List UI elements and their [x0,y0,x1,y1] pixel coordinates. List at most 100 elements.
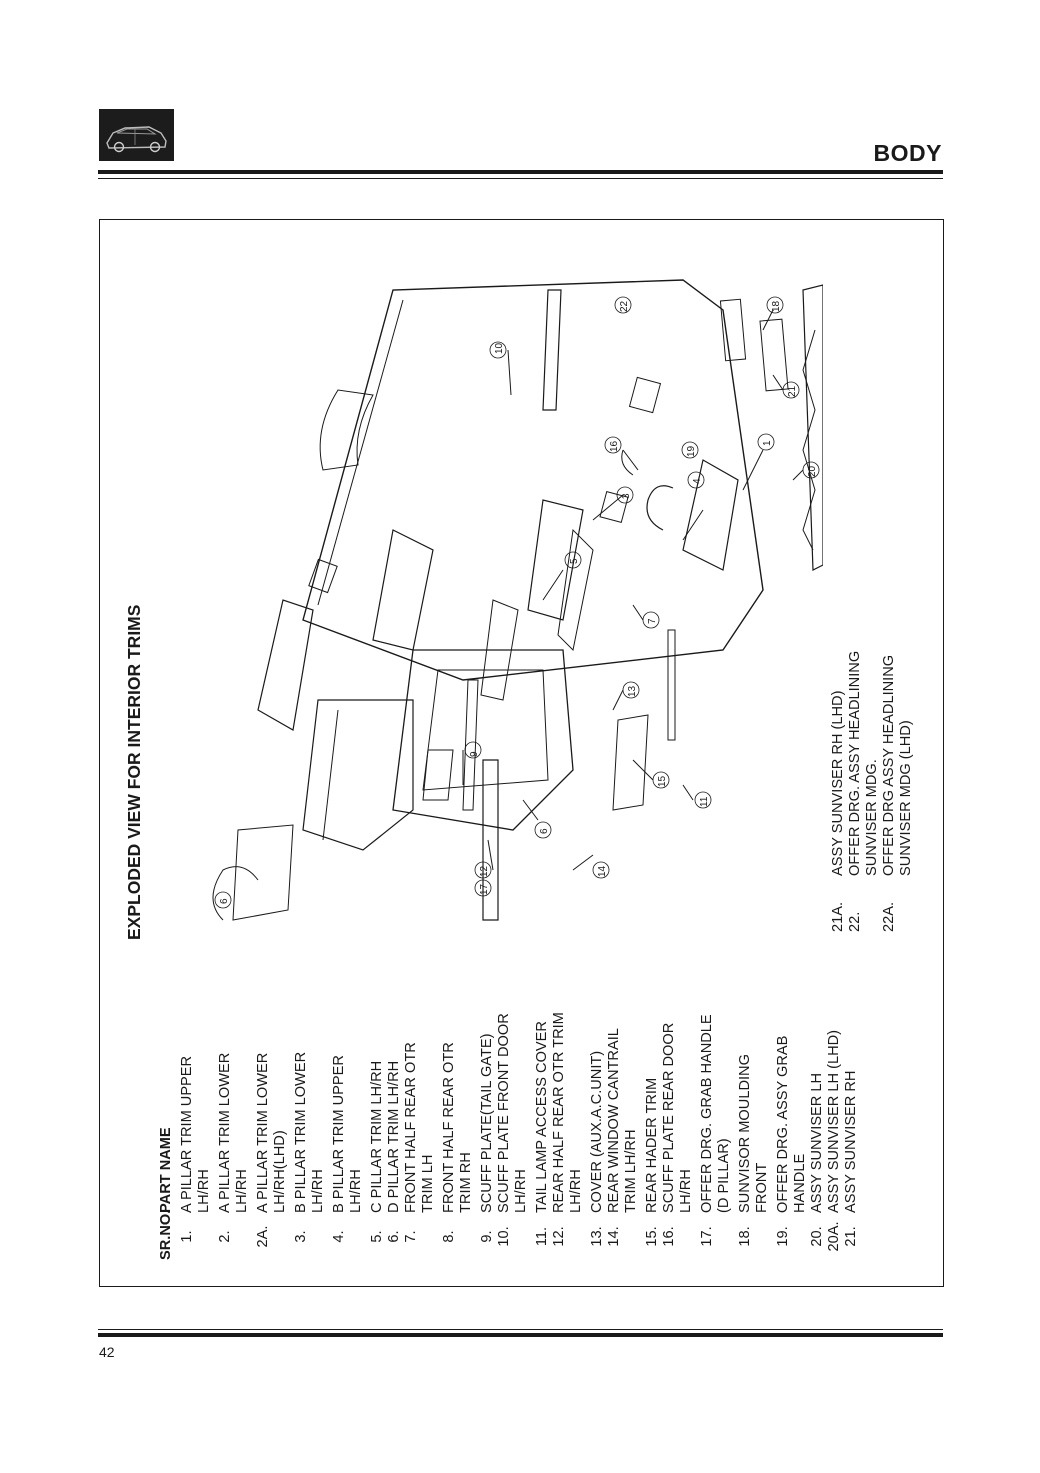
table-row: 15. REAR HADER TRIM [644,960,661,1260]
row-part-name: A PILLAR TRIM LOWER LH/RH(LHD) [255,1052,288,1213]
row-part-name: REAR HADER TRIM [644,1077,660,1213]
svg-text:17: 17 [479,883,490,895]
rotated-sheet: EXPLODED VIEW FOR INTERIOR TRIMS SR.NO. … [118,240,918,1260]
table-row: 22A.OFFER DRG ASSY HEADLINING SUNVISER M… [881,532,915,932]
footer-rule [98,1333,943,1337]
scuff-plate-tail-gate [482,759,499,921]
header-sr-no: SR.NO. [158,1209,174,1260]
svg-text:16: 16 [609,440,620,452]
b-pillar-trim-upper [527,499,584,621]
row-number: 2. [217,1230,233,1243]
header-rule [98,170,943,174]
row-number: 7. [403,1230,419,1243]
table-row: 1. A PILLAR TRIM UPPER LH/RH [179,960,213,1260]
row-part-name: FRONT HALF REAR OTR TRIM LH [403,1042,436,1213]
row-part-name: FRONT HALF REAR OTR TRIM RH [441,1042,474,1213]
table-row: 14.REAR WINDOW CANTRAIL TRIM LH/RH [606,960,640,1260]
svg-text:19: 19 [686,445,697,457]
table-row: 11.TAIL LAMP ACCESS COVER [534,960,551,1260]
row-number: 9. [479,1230,495,1243]
row-number: 5. [369,1230,385,1243]
svg-text:9: 9 [469,751,480,757]
row-number: 20A. [826,1221,842,1252]
row-number: 11. [534,1226,550,1247]
row-part-name: A PILLAR TRIM UPPER LH/RH [179,1055,212,1213]
row-part-name: SCUFF PLATE FRONT DOOR LH/RH [496,1013,529,1213]
a-pillar-trim [682,459,739,571]
row-number: 12. [551,1226,567,1247]
exploded-view-diagram: 1 4 3 5 10 9 6 14 15 13 16 7 18 20 21 22… [163,250,823,950]
row-part-name: OFFER DRG. GRAB HANDLE (D PILLAR) [699,1014,732,1213]
svg-text:22: 22 [619,300,630,312]
row-part-name: SUNVISOR MOULDING FRONT [737,1054,770,1213]
parts-table-continued: 21A.ASSY SUNVISER RH (LHD) 22. OFFER DRG.… [830,532,915,932]
table-row: 8.FRONT HALF REAR OTR TRIM RH [441,960,475,1260]
svg-text:6: 6 [539,828,550,834]
row-number: 13. [589,1226,605,1247]
row-part-name: B PILLAR TRIM UPPER LH/RH [331,1055,364,1213]
rear-quarter-trim [392,649,574,831]
cantrail-trim [612,714,649,811]
table-row: 2. A PILLAR TRIM LOWER LH/RH [217,960,251,1260]
table-row: 7. FRONT HALF REAR OTR TRIM LH [403,960,437,1260]
row-part-name: D PILLAR TRIM LH/RH [386,1060,402,1213]
table-row: 20A.ASSY SUNVISER LH (LHD) [826,960,843,1260]
svg-text:12: 12 [479,865,490,877]
row-part-name: OFFER DRG. ASSY HEADLINING SUNVISER MDG. [847,650,880,876]
row-part-name: COVER (AUX.A.C.UNIT) [589,1050,605,1213]
row-number: 1. [179,1230,195,1243]
row-part-name: ASSY SUNVISER LH [809,1072,825,1213]
row-part-name: B PILLAR TRIM LOWER LH/RH [293,1051,326,1213]
table-row: 2A. A PILLAR TRIM LOWER LH/RH(LHD) [255,960,289,1260]
svg-text:10: 10 [494,342,505,354]
parts-table-header: SR.NO. PART NAME [158,960,175,1260]
headliner-panel [302,279,764,681]
svg-text:5: 5 [569,558,580,564]
row-part-name: SCUFF PLATE REAR DOOR LH/RH [661,1022,694,1213]
table-row: 20.ASSY SUNVISER LH [809,960,826,1260]
svg-text:7: 7 [647,618,658,624]
row-part-name: REAR HALF REAR OTR TRIM LH/RH [551,1012,584,1213]
table-row: 4.B PILLAR TRIM UPPER LH/RH [331,960,365,1260]
row-number: 10. [496,1226,512,1247]
svg-text:15: 15 [657,775,668,787]
diagram-frame [99,219,944,1287]
table-row: 12. REAR HALF REAR OTR TRIM LH/RH [551,960,585,1260]
table-row: 5.C PILLAR TRIM LH/RH [369,960,386,1260]
table-row: 17.OFFER DRG. GRAB HANDLE (D PILLAR) [699,960,733,1260]
svg-text:20: 20 [807,465,818,477]
svg-text:3: 3 [621,493,632,499]
page-number: 42 [99,1344,115,1360]
table-row: 22. OFFER DRG. ASSY HEADLINING SUNVISER M… [847,532,881,932]
svg-text:21: 21 [787,385,798,397]
table-row: 18. SUNVISOR MOULDING FRONT [737,960,771,1260]
row-number: 21. [843,1226,859,1247]
table-row: 13. COVER (AUX.A.C.UNIT) [589,960,606,1260]
row-part-name: A PILLAR TRIM LOWER LH/RH [217,1052,250,1213]
section-title: BODY [873,140,942,166]
row-number: 6. [386,1230,402,1243]
row-number: 14. [606,1226,622,1247]
table-row: 16. SCUFF PLATE REAR DOOR LH/RH [661,960,695,1260]
row-number: 15. [644,1226,660,1247]
svg-text:18: 18 [771,300,782,312]
row-number: 19. [775,1226,791,1247]
svg-text:11: 11 [699,796,710,807]
table-row: 9. SCUFF PLATE(TAIL GATE) [479,960,496,1260]
table-row: 21.ASSY SUNVISER RH [843,960,860,1260]
d-pillar-trim [257,599,314,731]
row-number: 16. [661,1226,677,1247]
row-part-name: SCUFF PLATE(TAIL GATE) [479,1033,495,1213]
row-number: 21A. [830,901,846,932]
svg-text:14: 14 [597,865,608,877]
table-row: 21A.ASSY SUNVISER RH (LHD) [830,532,847,932]
row-number: 18. [737,1226,753,1247]
table-row: 19.OFFER DRG. ASSY GRAB HANDLE [775,960,809,1260]
table-row: 10. SCUFF PLATE FRONT DOOR LH/RH [496,960,530,1260]
row-number: 22. [847,911,863,932]
row-number: 2A. [255,1225,271,1248]
car-logo-icon [99,109,174,161]
header-part-name: PART NAME [158,1127,174,1213]
table-row: 3. B PILLAR TRIM LOWER LH/RH [293,960,327,1260]
row-number: 3. [293,1230,309,1243]
